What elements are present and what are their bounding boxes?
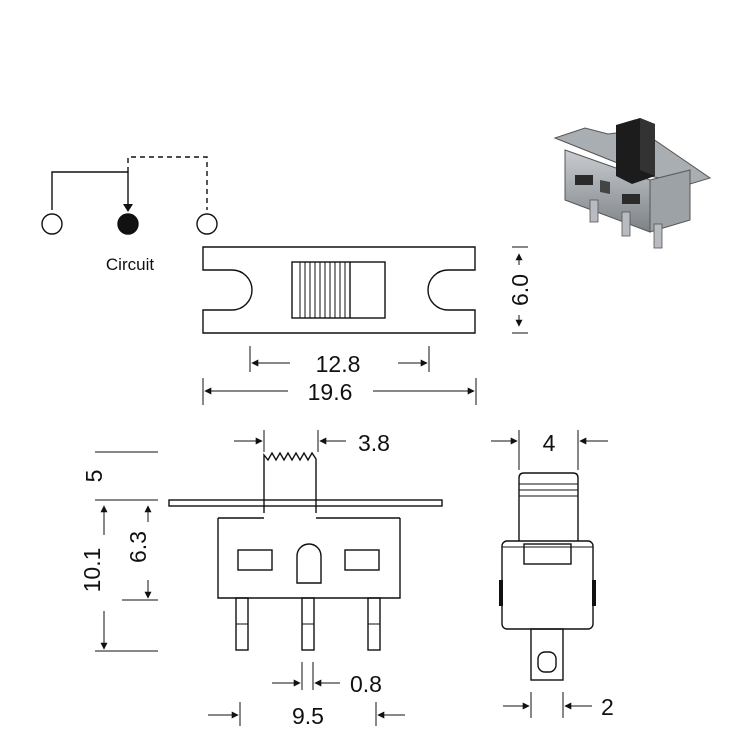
dim-body-height: 6.3 [125,531,151,563]
side-pin [530,628,564,681]
circuit-schematic: Circuit [41,156,218,274]
circuit-terminal-right [196,213,218,235]
dim-side-pin-width: 2 [601,694,614,720]
dim-top-height: 6.0 [507,274,533,306]
circuit-arrow-icon [123,204,133,212]
top-actuator-knurl [299,262,351,318]
dim-total-height: 10.1 [79,548,105,593]
front-view: 3.8 5 10.1 6.3 0.8 9.5 [79,430,443,729]
circuit-terminal-left [41,213,63,235]
dim-side-actuator-width: 4 [543,430,556,456]
dim-actuator-height: 5 [81,470,107,483]
side-body [501,540,594,630]
top-actuator [291,261,386,319]
dim-actuator-width: 3.8 [358,430,390,456]
dim-top-outer-width: 19.6 [308,379,353,405]
product-photo [553,118,712,249]
circuit-label: Circuit [106,255,154,274]
circuit-terminal-common [117,213,139,235]
dim-top-inner-width: 12.8 [316,351,361,377]
dim-pin-span: 9.5 [292,703,324,729]
top-view: 6.0 12.8 19.6 [202,246,533,405]
dim-pin-width: 0.8 [350,671,382,697]
side-view: 4 2 [491,430,614,720]
front-mounting-plate [168,499,443,507]
